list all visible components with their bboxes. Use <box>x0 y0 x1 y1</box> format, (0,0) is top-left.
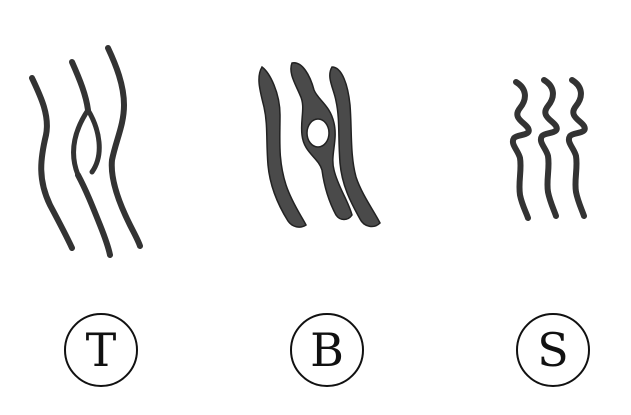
figure-t-middle-strand-upper <box>69 59 91 113</box>
figure-s-right-strand <box>565 77 588 219</box>
figure-b-left-strand <box>258 65 307 228</box>
figure-t-drawing <box>29 45 143 258</box>
figure-b-nucleus <box>306 118 330 148</box>
figure-s-left-strand <box>509 79 532 221</box>
figure-t-left-strand <box>29 75 75 251</box>
figure-s-label: S <box>516 313 590 387</box>
figure-s-middle-strand <box>537 77 560 219</box>
figure-t-right-strand <box>105 45 143 249</box>
figure-t-label: T <box>64 313 138 387</box>
figure-b-right-strand <box>329 66 381 228</box>
figure-t-middle-strand-lower <box>75 172 113 258</box>
figure-b-label: B <box>290 313 364 387</box>
figure-s-drawing <box>509 77 588 221</box>
figure-b-drawing <box>258 62 381 228</box>
figure-t-eye-left <box>70 107 91 178</box>
figure-t-eye-right <box>85 107 102 175</box>
